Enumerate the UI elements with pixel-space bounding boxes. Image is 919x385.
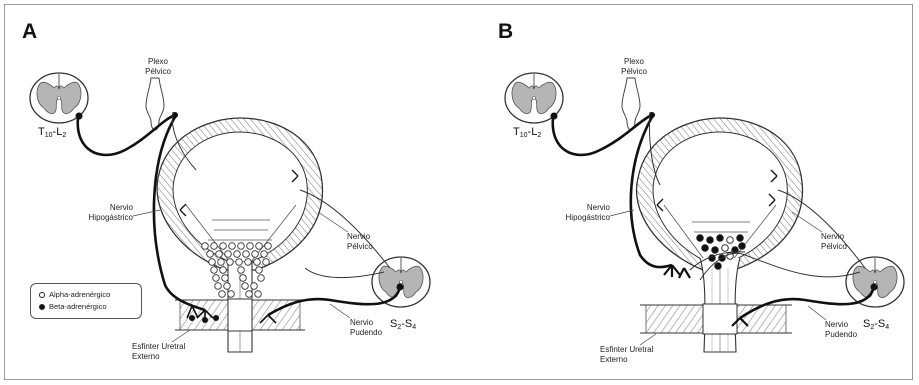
alpha-receptor	[224, 283, 231, 290]
alpha-receptor	[234, 251, 241, 258]
alpha-receptor	[216, 251, 223, 258]
open-circle-icon	[39, 292, 45, 298]
alpha-receptor	[245, 259, 252, 266]
alpha-receptor	[229, 243, 236, 250]
alpha-receptor	[211, 267, 218, 274]
esfinter-label: Esfinter Uretral Externo	[600, 345, 653, 365]
alpha-receptor	[228, 291, 235, 298]
nervio-pelvico-label: Nervio Pélvico	[821, 232, 847, 252]
nervio-hipogastrico-label: Nervio Hipogástrico	[566, 203, 610, 223]
alpha-receptor	[254, 259, 261, 266]
alpha-receptor	[242, 283, 249, 290]
alpha-receptor	[265, 243, 272, 250]
legend-beta: Beta-adrenérgico	[39, 302, 107, 311]
nervio-hipogastrico-label: Nervio Hipogástrico	[89, 203, 133, 223]
panel-b-letter: B	[498, 20, 513, 44]
plexo-pelvico-label: Plexo Pélvico	[621, 57, 647, 77]
spinal-cord-sacral	[372, 257, 430, 307]
alpha-receptor	[202, 243, 209, 250]
beta-receptor	[697, 235, 704, 242]
alpha-receptor	[243, 251, 250, 258]
pelvic-plexus	[622, 78, 640, 130]
panel-a-letter: A	[22, 20, 37, 44]
alpha-receptor	[261, 251, 268, 258]
beta-receptor	[727, 237, 734, 244]
nervio-pudendo-label: Nervio Pudendo	[350, 318, 382, 338]
spinal-cord-sacral	[846, 257, 904, 307]
plexo-pelvico-label: Plexo Pélvico	[145, 57, 171, 77]
beta-receptor	[702, 245, 709, 252]
filled-circle-icon	[39, 304, 45, 310]
cord-label-sacral: S2-S4	[390, 318, 416, 331]
alpha-receptor	[222, 275, 229, 282]
alpha-receptor	[252, 251, 259, 258]
esfinter-label: Esfinter Uretral Externo	[132, 342, 185, 362]
external-urethral-sphincter	[175, 299, 305, 331]
alpha-receptor	[263, 259, 270, 266]
alpha-receptor	[236, 259, 243, 266]
beta-receptor	[715, 263, 722, 270]
beta-receptor	[722, 245, 729, 252]
alpha-receptor	[218, 259, 225, 266]
alpha-receptor	[227, 259, 234, 266]
alpha-receptor	[247, 243, 254, 250]
cord-label-thoracolumbar: T10-L2	[38, 126, 66, 139]
alpha-receptor	[225, 251, 232, 258]
beta-receptor	[739, 243, 746, 250]
alpha-receptor	[219, 291, 226, 298]
external-urethral-sphincter	[640, 304, 792, 334]
beta-receptor	[737, 235, 744, 242]
alpha-receptor	[215, 283, 222, 290]
alpha-receptor	[256, 267, 263, 274]
alpha-receptor	[220, 267, 227, 274]
beta-receptor	[712, 247, 719, 254]
legend: Alpha-adrenérgico Beta-adrenérgico	[30, 283, 142, 319]
alpha-receptor	[213, 275, 220, 282]
cord-label-thoracolumbar: T10-L2	[513, 126, 541, 139]
alpha-receptor	[238, 243, 245, 250]
nervio-pelvico-label: Nervio Pélvico	[347, 232, 373, 252]
alpha-receptor	[255, 291, 262, 298]
beta-receptor	[717, 235, 724, 242]
alpha-receptor	[256, 243, 263, 250]
alpha-receptor	[220, 243, 227, 250]
alpha-receptor	[238, 267, 245, 274]
alpha-receptor	[211, 243, 218, 250]
alpha-receptor	[251, 283, 258, 290]
alpha-receptor	[209, 259, 216, 266]
legend-alpha: Alpha-adrenérgico	[39, 290, 110, 299]
alpha-receptor	[246, 291, 253, 298]
alpha-receptor	[258, 275, 265, 282]
nervio-pudendo-label: Nervio Pudendo	[825, 320, 857, 340]
alpha-receptor	[240, 275, 247, 282]
cord-label-sacral: S2-S4	[863, 318, 889, 331]
beta-receptor	[707, 237, 714, 244]
alpha-receptor	[207, 251, 214, 258]
